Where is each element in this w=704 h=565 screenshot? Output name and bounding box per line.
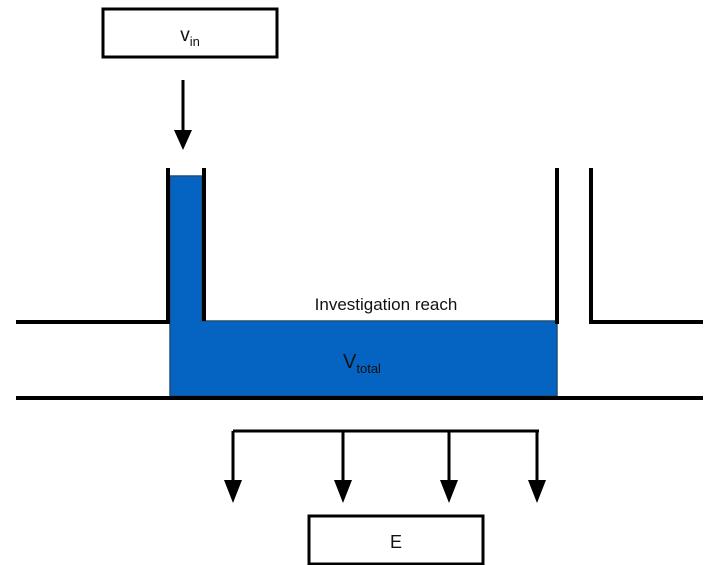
inflow-arrow — [174, 80, 192, 150]
exfiltration-arrowhead-4 — [528, 480, 546, 503]
exfiltration-box: E — [307, 514, 485, 565]
exfiltration-label: E — [390, 532, 402, 552]
exfiltration-arrows — [224, 429, 546, 503]
svg-text:vin: vin — [180, 25, 200, 49]
inflow-label-main: v — [180, 25, 190, 46]
volume-label-sub: total — [356, 361, 381, 376]
volume-label: Vtotal — [343, 351, 381, 376]
exfiltration-arrowhead-3 — [440, 480, 458, 503]
investigation-reach-label: Investigation reach — [315, 295, 458, 314]
inflow-box: vin — [101, 7, 279, 59]
exfiltration-arrowhead-1 — [224, 480, 242, 503]
volume-label-main: V — [343, 351, 357, 373]
inflow-label-sub: in — [190, 34, 200, 49]
exfiltration-arrowhead-2 — [334, 480, 352, 503]
